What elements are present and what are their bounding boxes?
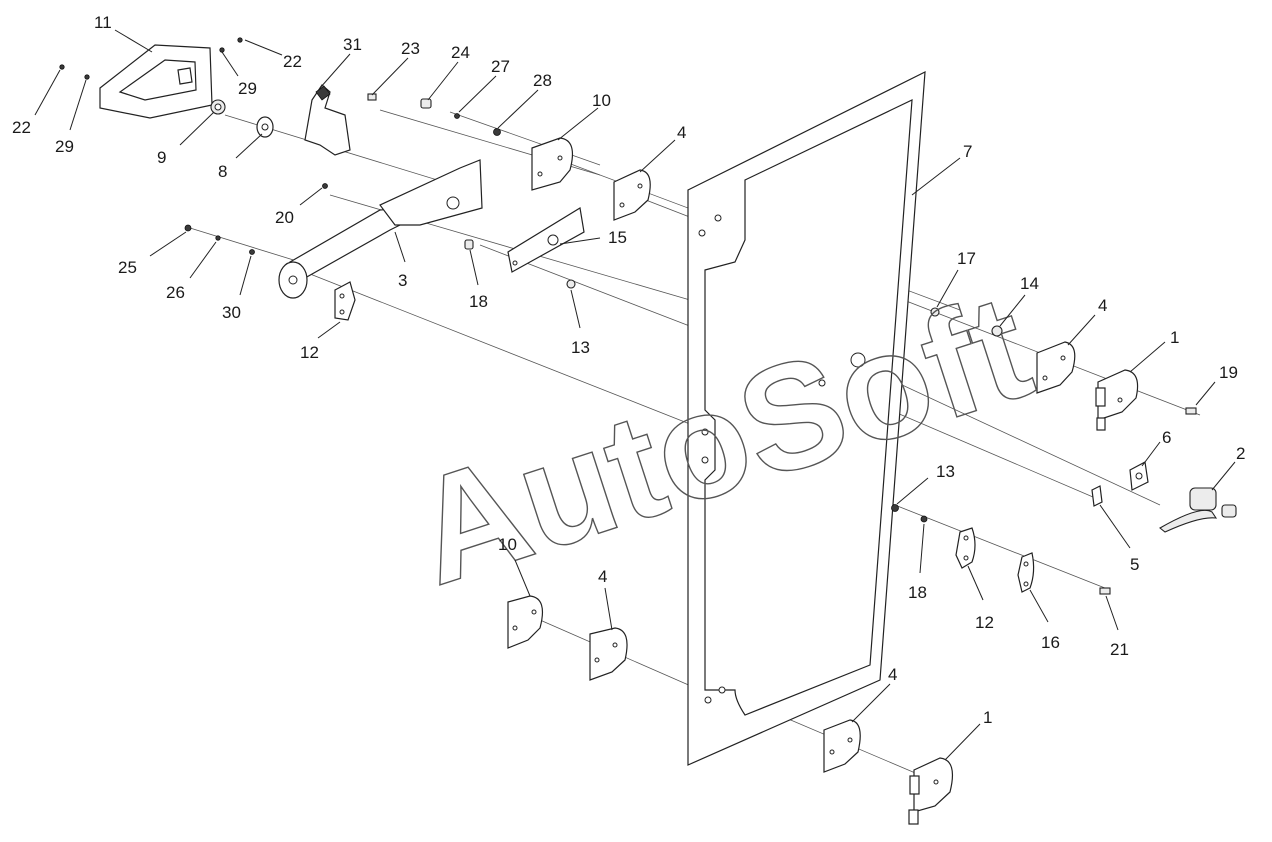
callout-8: 8 — [218, 162, 227, 181]
plate-4-lower — [589, 627, 628, 681]
callout-23: 23 — [401, 39, 420, 58]
callout-1: 1 — [983, 708, 992, 727]
door-panel — [687, 70, 926, 766]
plate-10-lower — [507, 595, 543, 649]
plate-10-top — [531, 137, 573, 191]
callout-30: 30 — [222, 303, 241, 322]
callout-1: 1 — [1170, 328, 1179, 347]
callout-15: 15 — [608, 228, 627, 247]
callout-18: 18 — [469, 292, 488, 311]
handle-assembly — [1091, 461, 1237, 533]
callout-4: 4 — [598, 567, 607, 586]
plate-4-top — [613, 169, 651, 221]
callout-29: 29 — [238, 79, 257, 98]
callout-25: 25 — [118, 258, 137, 277]
callout-labels: 11 22 29 22 29 9 8 31 23 24 27 28 10 4 7… — [12, 13, 1245, 761]
latch-part — [304, 84, 377, 156]
nuts-group — [420, 98, 432, 109]
arm-part — [278, 159, 483, 299]
callout-5: 5 — [1130, 555, 1139, 574]
callout-28: 28 — [533, 71, 552, 90]
right-lower-parts — [955, 527, 1111, 595]
small-fasteners — [59, 37, 928, 523]
callout-12: 12 — [975, 613, 994, 632]
callout-22: 22 — [283, 52, 302, 71]
callout-7: 7 — [963, 142, 972, 161]
callout-6: 6 — [1162, 428, 1171, 447]
callout-11: 11 — [94, 13, 112, 32]
plate-4-bottom — [823, 719, 861, 773]
callout-14: 14 — [1020, 274, 1039, 293]
callout-4: 4 — [677, 123, 686, 142]
plate-1-bottom — [908, 757, 953, 825]
callout-10: 10 — [592, 91, 611, 110]
callout-2: 2 — [1236, 444, 1245, 463]
callout-13: 13 — [936, 462, 955, 481]
callout-21: 21 — [1110, 640, 1129, 659]
callout-4: 4 — [888, 665, 897, 684]
callout-20: 20 — [275, 208, 294, 227]
spacers — [464, 239, 576, 289]
nut-and-washer — [210, 99, 274, 138]
callout-12: 12 — [300, 343, 319, 362]
callout-4: 4 — [1098, 296, 1107, 315]
callout-18: 18 — [908, 583, 927, 602]
callout-31: 31 — [343, 35, 362, 54]
plate-12-upper — [334, 281, 356, 321]
callout-13: 13 — [571, 338, 590, 357]
callout-27: 27 — [491, 57, 510, 76]
callout-22: 22 — [12, 118, 31, 137]
callout-9: 9 — [157, 148, 166, 167]
bracket-part — [99, 44, 213, 119]
callout-3: 3 — [398, 271, 407, 290]
callout-29: 29 — [55, 137, 74, 156]
callout-26: 26 — [166, 283, 185, 302]
plate-15 — [507, 207, 585, 273]
callout-16: 16 — [1041, 633, 1060, 652]
callout-19: 19 — [1219, 363, 1238, 382]
callout-24: 24 — [451, 43, 470, 62]
right-upper-parts — [930, 307, 1197, 431]
callout-10: 10 — [498, 535, 517, 554]
callout-17: 17 — [957, 249, 976, 268]
